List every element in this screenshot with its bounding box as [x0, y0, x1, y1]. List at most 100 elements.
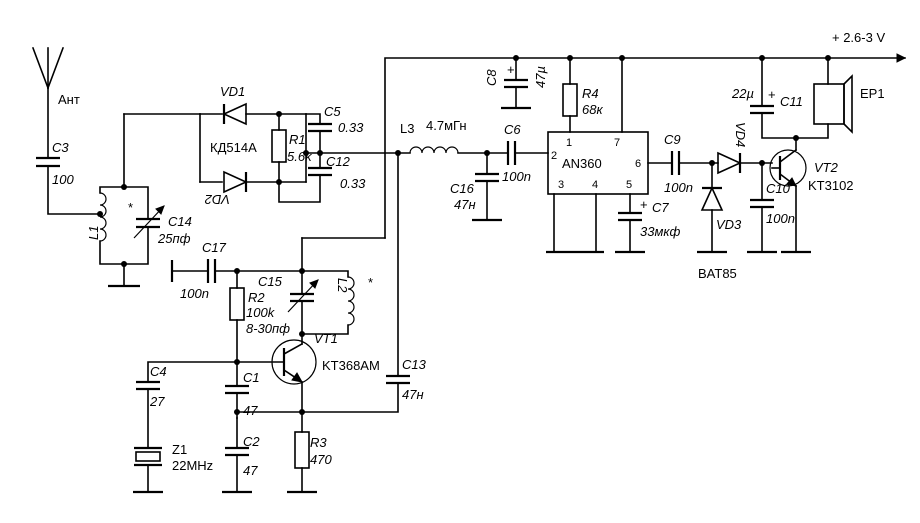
c8-value: 47µ: [533, 66, 548, 88]
c1-value: 47: [243, 403, 258, 418]
z1-ref: Z1: [172, 442, 187, 457]
c12-capacitor: C12 0.33: [278, 152, 366, 203]
c10-value: 100n: [766, 211, 795, 226]
c8-capacitor: + C8 47µ: [484, 57, 548, 110]
vd1-diode: VD1: [220, 84, 247, 126]
vd-type-label: КД514А: [210, 140, 257, 155]
c15-ref: C15: [258, 274, 283, 289]
c5-value: 0.33: [338, 120, 364, 135]
l1-coil: L1 *: [86, 113, 133, 265]
r4-ref: R4: [582, 86, 599, 101]
c14-variable-capacitor: C14 25пф: [123, 186, 192, 265]
vt1-transistor: VT1 KT368AM: [236, 331, 380, 415]
vt1-type: KT368AM: [322, 358, 380, 373]
l1-mark: *: [128, 200, 133, 215]
c14-value: 25пф: [157, 231, 191, 246]
vd2-diode: VD2: [204, 170, 248, 207]
supply-rail: + 2.6-3 V: [384, 30, 907, 239]
vd2-ref: VD2: [204, 192, 230, 207]
c16-ref: C16: [450, 181, 475, 196]
c11-value: 22µ: [731, 86, 754, 101]
c11-polarity: +: [768, 87, 776, 102]
ic-pin-2: 2: [551, 150, 557, 162]
ep1-ref: EP1: [860, 86, 885, 101]
vt2-ref: VT2: [814, 160, 839, 175]
vt1-ref: VT1: [314, 331, 338, 346]
c1-capacitor: C1 47: [225, 361, 303, 419]
r3-ref: R3: [310, 435, 327, 450]
c16-capacitor: C16 47н: [450, 150, 502, 222]
ic-pin-6: 6: [635, 158, 641, 170]
c13-ref: C13: [402, 357, 427, 372]
vd3-diode: VD3 BAT85: [697, 162, 742, 281]
c8-polarity: +: [507, 62, 515, 77]
l2-ref: L2: [335, 278, 350, 293]
c7-polarity: +: [640, 197, 648, 212]
c2-ref: C2: [243, 434, 260, 449]
c7-capacitor: + C7 33мкф: [615, 197, 681, 254]
c17-capacitor: C17 100n: [170, 240, 303, 301]
vd4-diode: VD4: [717, 122, 773, 175]
l2-mark: *: [368, 275, 373, 290]
l1-ref: L1: [86, 226, 101, 240]
r3-resistor: R3 470: [287, 411, 332, 494]
ic-label: AN360: [562, 156, 602, 171]
r1-value: 5.6k: [287, 149, 313, 164]
antenna: Ант: [31, 46, 80, 107]
ep1-earphone: EP1: [795, 57, 885, 139]
r4-resistor: R4 68к: [562, 57, 603, 133]
an360-ic: AN360 1 7 2 6 3 4 5: [546, 57, 649, 254]
r2-value: 100k: [246, 305, 276, 320]
r2-ref: R2: [248, 290, 265, 305]
r1-resistor: R1 5.6k: [271, 111, 313, 185]
c3-capacitor: C3 100: [36, 87, 101, 215]
ground-l1: [108, 261, 140, 288]
bat85-label: BAT85: [698, 266, 737, 281]
vt2-type: KT3102: [808, 178, 854, 193]
z1-value: 22MHz: [172, 458, 213, 473]
c6-ref: C6: [504, 122, 521, 137]
r2-resistor: R2 100k: [229, 270, 276, 365]
antenna-label: Ант: [58, 92, 80, 107]
l3-value: 4.7мГн: [426, 118, 467, 133]
c12-ref: C12: [326, 154, 351, 169]
c13-value: 47н: [402, 387, 424, 402]
c9-value: 100n: [664, 180, 693, 195]
c9-capacitor: C9 100n: [647, 132, 719, 195]
c1-ref: C1: [243, 370, 260, 385]
c6-capacitor: C6 100n: [502, 122, 549, 184]
c4-capacitor: C4 27: [136, 361, 238, 449]
c5-capacitor: C5 0.33: [305, 104, 364, 154]
c5-ref: C5: [324, 104, 341, 119]
c3-value: 100: [52, 172, 74, 187]
vd3-ref: VD3: [716, 217, 742, 232]
r4-value: 68к: [582, 102, 603, 117]
vd1-ref: VD1: [220, 84, 245, 99]
z1-crystal: Z1 22MHz: [133, 442, 213, 494]
c4-value: 27: [149, 394, 165, 409]
c16-value: 47н: [454, 197, 476, 212]
vd4-ref: VD4: [733, 122, 748, 147]
l2-coil: L2 *: [299, 270, 373, 337]
c10-ref: C10: [766, 181, 791, 196]
c2-capacitor: C2 47: [222, 417, 260, 494]
ic-pin-5: 5: [626, 179, 632, 191]
c10-capacitor: C10 100n: [747, 162, 795, 254]
c11-ref: C11: [780, 94, 803, 109]
c17-ref: C17: [202, 240, 227, 255]
l3-inductor: L3 4.7мГн: [400, 118, 509, 154]
ic-pin-3: 3: [558, 179, 564, 191]
c15-value: 8-30пф: [246, 321, 290, 336]
c4-ref: C4: [150, 364, 167, 379]
supply-label: + 2.6-3 V: [832, 30, 885, 45]
c7-ref: C7: [652, 200, 669, 215]
l3-ref: L3: [400, 121, 414, 136]
c14-ref: C14: [168, 214, 192, 229]
r1-ref: R1: [289, 132, 306, 147]
c6-value: 100n: [502, 169, 531, 184]
c2-value: 47: [243, 463, 258, 478]
c11-capacitor: + 22µ C11: [731, 57, 803, 141]
c8-ref: C8: [484, 69, 499, 86]
ic-pin-1: 1: [566, 137, 572, 149]
